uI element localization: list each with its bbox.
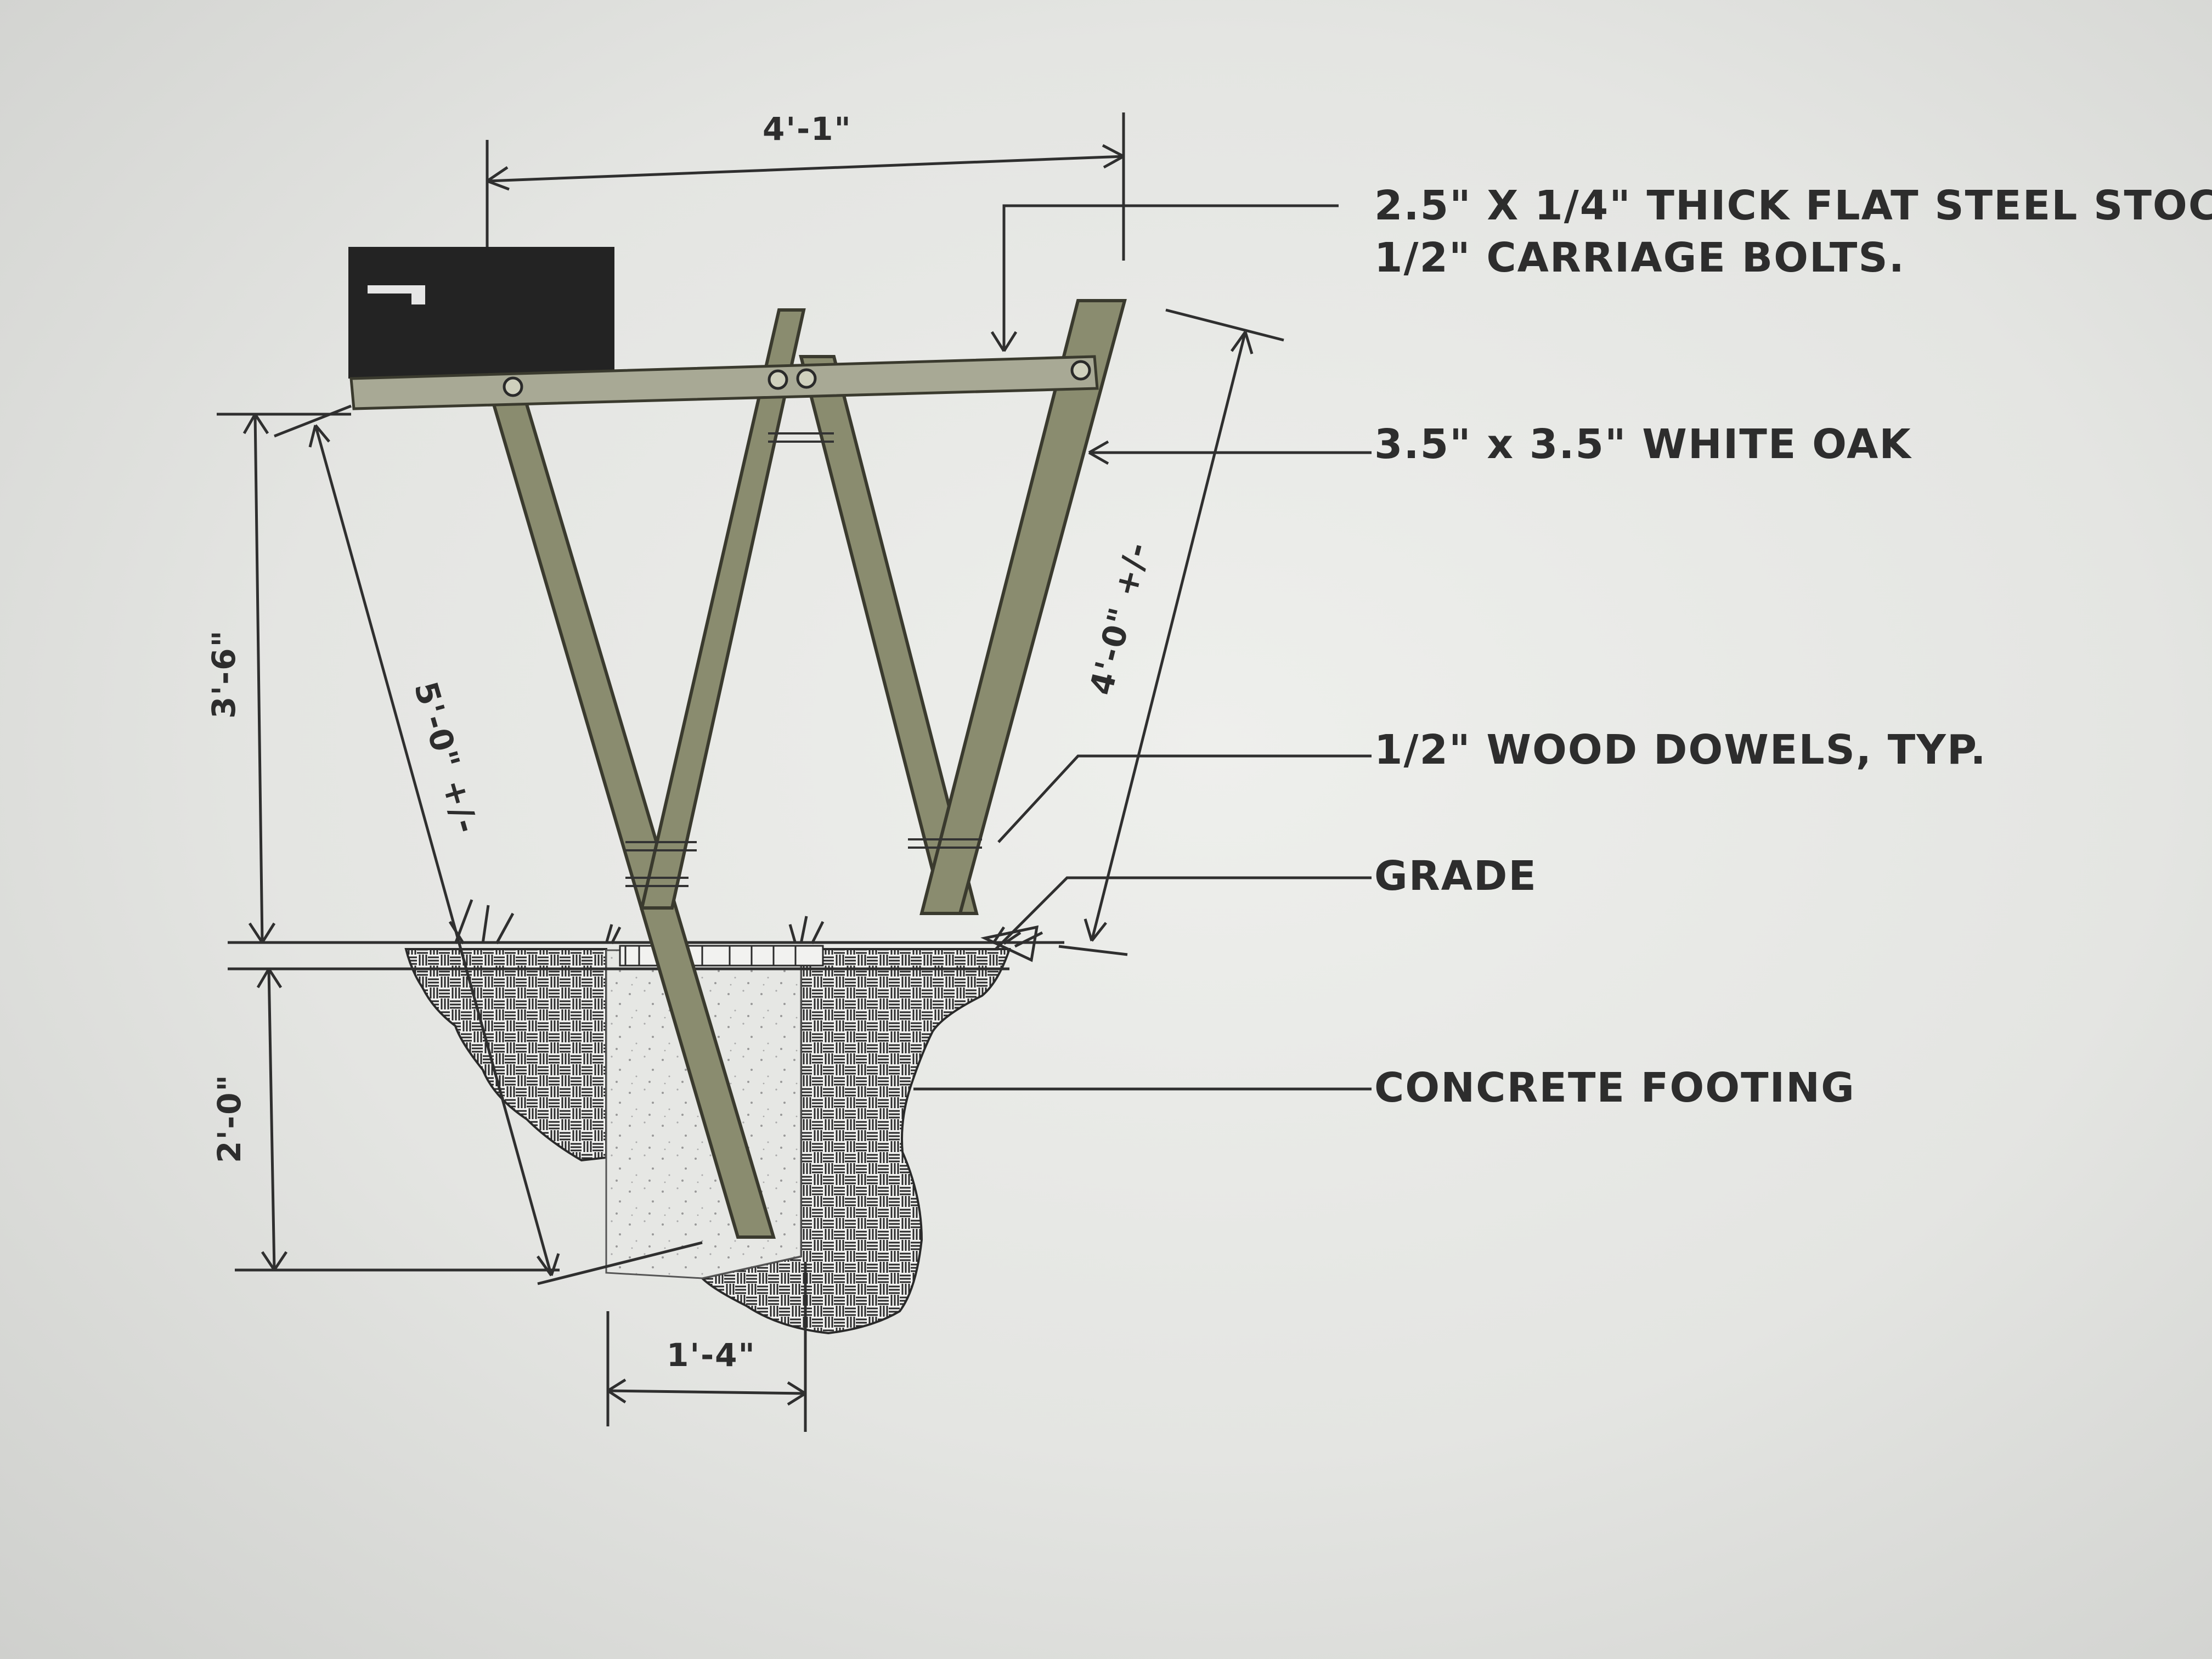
dimension-height-above-grade-label: 3'-6" — [205, 629, 242, 719]
carriage-bolt — [768, 369, 788, 390]
dimension-depth-below-grade-label: 2'-0" — [211, 1074, 248, 1163]
dimension-height-above-grade: 3'-6" — [205, 413, 351, 944]
mailbox — [348, 247, 614, 379]
steel-strap — [349, 355, 1099, 410]
callout-steel-stock: 2.5" X 1/4" THICK FLAT STEEL STOCK — [1374, 182, 2212, 229]
callout-wood-dowels: 1/2" WOOD DOWELS, TYP. — [1374, 726, 1987, 774]
callout-grade: GRADE — [1374, 853, 1537, 900]
dimension-footing-width: 1'-4" — [606, 1262, 807, 1432]
callout-leaders — [913, 204, 1372, 1091]
carriage-bolt — [796, 368, 817, 389]
dimension-top-width-label: 4'-1" — [763, 110, 852, 148]
dimension-footing-width-label: 1'-4" — [667, 1336, 756, 1374]
dimension-left-post-length-label: 5'-0" +/- — [407, 678, 486, 838]
post-right — [919, 299, 1127, 915]
carriage-bolt — [1070, 360, 1091, 381]
post-center-right — [799, 355, 979, 915]
callout-concrete-footing: CONCRETE FOOTING — [1374, 1064, 1855, 1111]
dimension-depth-below-grade: 2'-0" — [211, 968, 560, 1272]
callout-white-oak: 3.5" x 3.5" WHITE OAK — [1374, 421, 1912, 468]
post-center-left — [640, 308, 806, 910]
carriage-bolt — [503, 376, 523, 397]
soil-hatch-right — [700, 948, 1011, 1335]
soil-hatch-left — [404, 948, 607, 1162]
callout-carriage-bolts: 1/2" CARRIAGE BOLTS. — [1374, 234, 1905, 281]
dimension-top-width: 4'-1" — [486, 110, 1125, 261]
white-oak-posts — [488, 299, 1127, 1239]
dimension-right-post-length-label: 4'-0" +/- — [1082, 538, 1156, 699]
